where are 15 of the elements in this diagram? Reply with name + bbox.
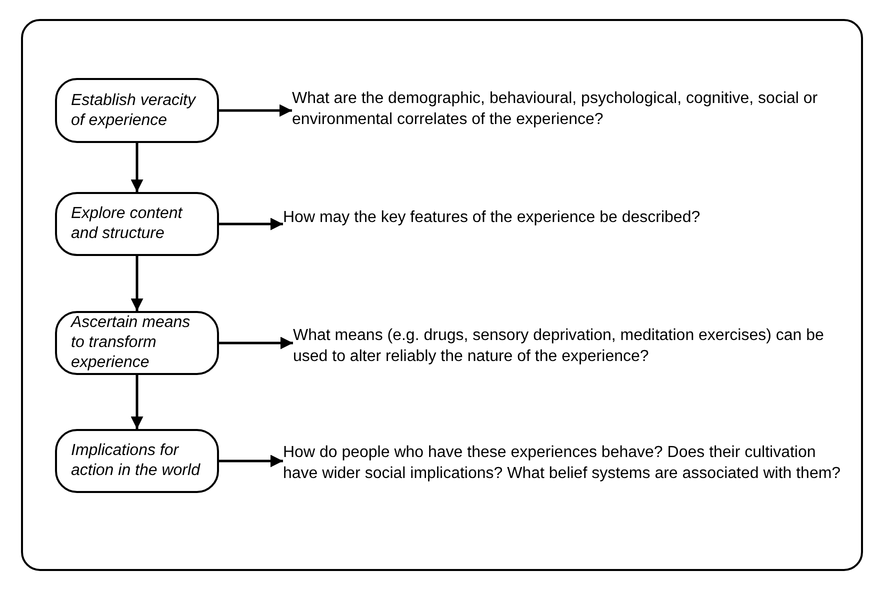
arrow — [130, 375, 144, 429]
process-box: Explore content and structure — [55, 192, 219, 256]
process-box: Ascertain means to transform experience — [55, 311, 219, 375]
arrow — [130, 143, 144, 192]
arrow — [219, 218, 283, 230]
question-text: What means (e.g. drugs, sensory deprivation, meditation exercises) can be used to alter reliably the nature of the experience? — [293, 326, 825, 367]
process-box: Implications for action in the world — [55, 429, 219, 493]
arrow — [219, 104, 292, 117]
arrow — [219, 336, 293, 350]
question-text: What are the demographic, behavioural, psychological, cognitive, social or environmental correlates of the experience? — [292, 89, 819, 130]
process-box: Establish veracity of experience — [55, 78, 219, 143]
question-text: How may the key features of the experience be described? — [283, 208, 700, 228]
question-text: How do people who have these experiences behave? Does their cultivation have wider social implications? What belief systems are associated with them? — [283, 443, 842, 484]
arrow — [130, 256, 144, 311]
arrow — [219, 454, 283, 468]
